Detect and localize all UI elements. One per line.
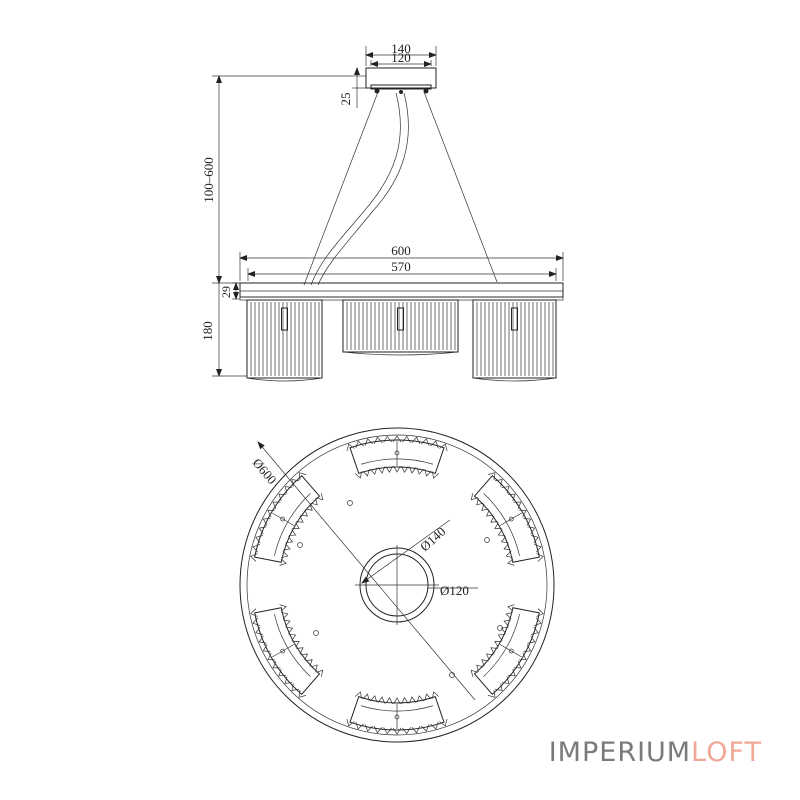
top-shade [470,604,544,698]
brand-part-2: LOFT [691,737,762,768]
suspension-cables [303,91,498,286]
dim-canopy-inner-diameter: Ø120 [440,583,469,598]
top-shade [250,604,324,698]
brand-part-1: IMPERIUM [548,737,692,768]
canopy-dimensions: 140 120 25 [338,41,437,108]
mounting-holes [297,500,503,678]
side-view: 140 120 25 100–600 [200,41,564,382]
ring-dimensions: 600 570 29 180 [200,243,564,377]
dim-canopy-outer: 140 [391,41,411,56]
dim-ring-outer: 600 [391,243,411,258]
dim-suspension: 100–600 [201,157,216,203]
side-shade [342,299,459,356]
brand-logo: IMPERIUMLOFT [549,737,762,768]
dim-ring-height: 29 [219,286,233,298]
dim-ring-inner: 570 [391,259,411,274]
top-shade [346,691,448,735]
top-view: Ø600 Ø140 Ø120 [239,427,555,743]
side-crystal-shades [246,299,557,382]
suspension-dimension: 100–600 [201,75,352,284]
dim-canopy-height: 25 [338,93,353,106]
top-crystal-shades [250,435,544,735]
canopy [365,67,437,89]
side-shade [472,299,557,382]
dim-canopy-outer-diameter: Ø140 [417,524,449,554]
dim-shade-height: 180 [200,321,215,341]
side-shade [246,299,323,382]
top-shade [470,472,544,566]
top-shade [250,472,324,566]
top-shade [346,435,448,479]
ring-outline [239,427,555,743]
dim-canopy-inner: 120 [391,50,411,65]
dim-ring-diameter: Ø600 [250,455,280,487]
ring [239,282,564,301]
